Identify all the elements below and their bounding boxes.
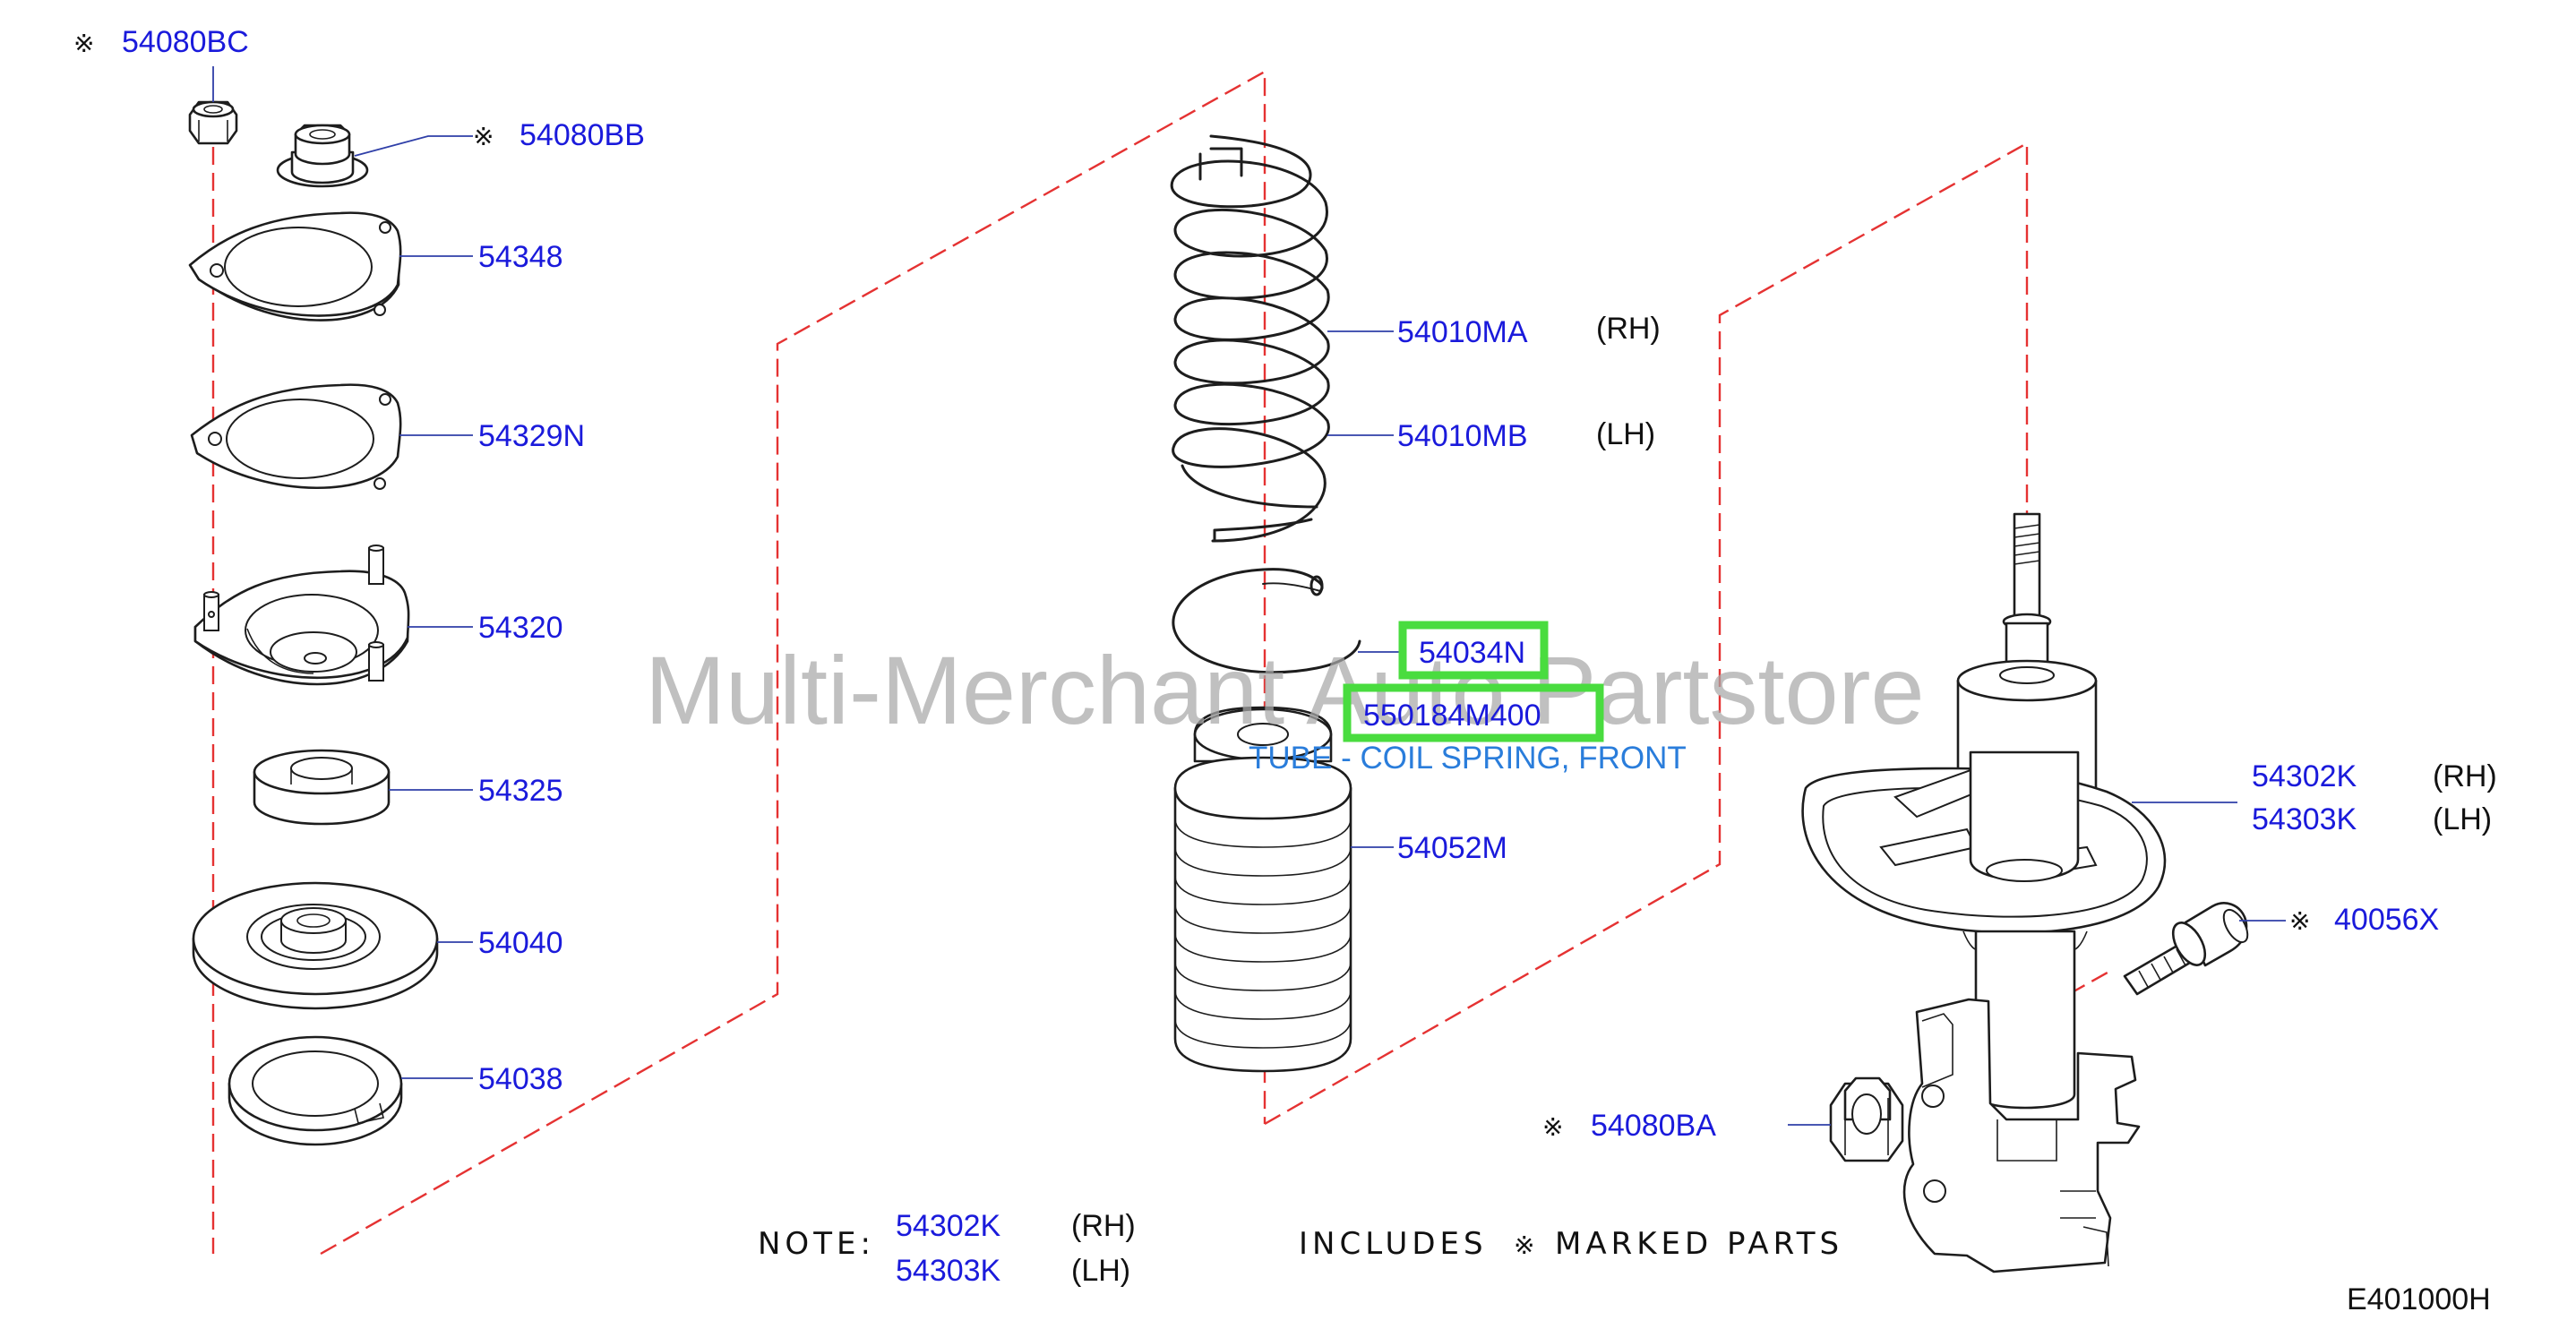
part-54080ba-nut-drawing [1829,1076,1904,1162]
note-label: NOTE: [758,1226,875,1262]
note-part-54303k[interactable]: 54303K [896,1254,1001,1288]
part-54038-rubber-seat-drawing [228,1035,403,1146]
marker-symbol: ※ [1542,1112,1563,1142]
leader-lines [212,66,2286,1126]
watermark-text: Multi-Merchant Auto Partstore [645,636,1925,744]
part-label-54320[interactable]: 54320 [478,611,563,645]
part-54329n-gasket-drawing [190,383,402,490]
side-label-rh: (RH) [1596,312,1661,346]
note-side-lh: (LH) [1071,1254,1130,1288]
part-label-54034n[interactable]: 54034N [1419,636,1525,670]
note-includes: INCLUDES [1299,1226,1488,1262]
highlight-box-550184m400 [1343,683,1604,742]
part-label-54303k[interactable]: 54303K [2252,802,2357,836]
part-54320-strut-mount-drawing [193,544,410,686]
part-54034n-bump-stop-ring-drawing [1172,568,1361,674]
note-marked-parts: MARKED PARTS [1555,1226,1843,1262]
part-label-54010ma[interactable]: 54010MA [1397,315,1528,349]
part-54052m-boot-drawing [1173,706,1352,1073]
part-label-54038[interactable]: 54038 [478,1062,563,1096]
part-description-tube-coil-spring: TUBE - COIL SPRING, FRONT [1249,741,1687,776]
note-side-rh: (RH) [1071,1209,1136,1243]
part-label-54080bb[interactable]: 54080BB [519,118,645,152]
part-54040-spring-seat-drawing [192,881,439,1010]
side-label-rh: (RH) [2433,759,2497,793]
part-label-54052m[interactable]: 54052M [1397,831,1507,865]
part-label-54302k[interactable]: 54302K [2252,759,2357,793]
diagram-code: E401000H [2347,1282,2491,1316]
note-marker-symbol: ※ [1514,1230,1534,1260]
part-label-54080ba[interactable]: 54080BA [1591,1109,1716,1143]
side-label-lh: (LH) [1596,417,1655,451]
note-block: NOTE: 54302K (RH) 54303K (LH) INCLUDES ※… [758,1209,1843,1288]
part-label-54080bc[interactable]: 54080BC [122,25,249,59]
note-part-54302k[interactable]: 54302K [896,1209,1001,1243]
part-label-54329n[interactable]: 54329N [478,419,585,453]
part-label-54040[interactable]: 54040 [478,926,563,960]
marker-symbol: ※ [2289,906,2310,936]
highlight-box-54034n [1398,621,1549,680]
part-coil-spring-drawing [1170,134,1330,543]
part-label-54010mb[interactable]: 54010MB [1397,419,1528,453]
part-40056x-bolt-drawing [2123,902,2249,996]
part-54302k-strut-assembly-drawing [1801,512,2167,1273]
part-label-54348[interactable]: 54348 [478,240,563,274]
part-label-550184m400[interactable]: 550184M400 [1363,699,1541,733]
part-54080bc-nut-drawing [188,100,238,145]
part-label-54325[interactable]: 54325 [478,774,563,808]
marker-symbol: ※ [473,122,494,151]
part-label-40056x[interactable]: 40056X [2334,903,2439,937]
side-label-lh: (LH) [2433,802,2492,836]
part-54325-bearing-drawing [253,749,391,826]
marker-symbol: ※ [73,29,94,58]
part-54348-plate-drawing [188,211,402,322]
part-54080bb-nut-drawing [276,124,369,188]
